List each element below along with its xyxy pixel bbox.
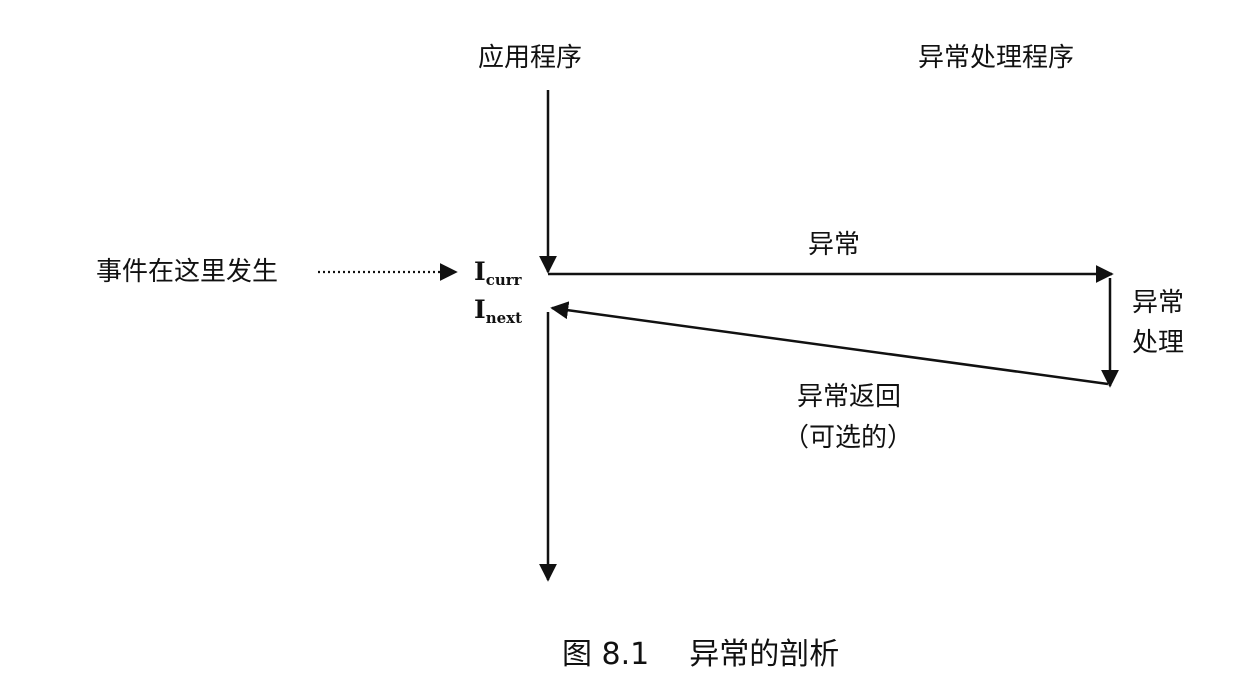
optional-label: （可选的） [783, 423, 914, 453]
instruction-next-sub: next [485, 309, 523, 327]
exception-return-label: 异常返回 [797, 382, 902, 412]
instruction-curr-base: I [474, 257, 486, 286]
instruction-curr: Icurr [474, 259, 522, 288]
figure-number: 图 8.1 [562, 637, 650, 672]
exception-handler-label: 异常处理程序 [918, 43, 1075, 73]
figure-title: 异常的剖析 [689, 637, 840, 672]
event-occurs-label: 事件在这里发生 [96, 257, 279, 287]
instruction-next-base: I [474, 295, 486, 324]
exception-label: 异常 [808, 230, 861, 260]
figure-caption: 图 8.1 异常的剖析 [562, 640, 839, 670]
app-program-label: 应用程序 [478, 43, 583, 73]
return-arrow [550, 301, 1109, 386]
instruction-next: Inext [474, 297, 522, 326]
handling-label-line1: 异常 [1132, 288, 1185, 318]
handling-label-line2: 处理 [1132, 328, 1185, 358]
instruction-curr-sub: curr [485, 271, 522, 289]
